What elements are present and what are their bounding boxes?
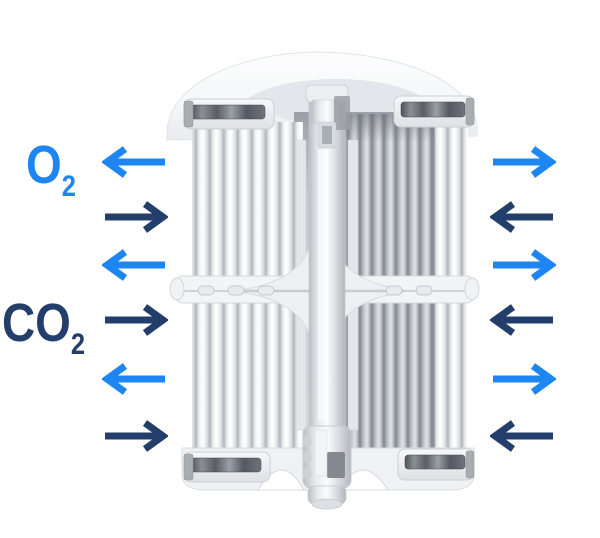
co2-symbol: CO (2, 293, 71, 353)
co2-subscript: 2 (70, 328, 86, 361)
pleats-front-lower (193, 300, 303, 458)
o2-left-arrow-icon (102, 362, 168, 396)
o2-left-arrow-icon (102, 145, 168, 179)
right-flow-arrows (490, 0, 556, 538)
o2-left-arrow-icon (102, 248, 168, 282)
outer-wall-right-upper (434, 110, 468, 278)
co2-right-arrow-icon (102, 419, 168, 453)
co2-left-arrow-icon (490, 419, 556, 453)
central-core-shaft (302, 84, 352, 510)
o2-right-arrow-icon (490, 248, 556, 282)
co2-right-arrow-icon (102, 200, 168, 234)
co2-left-arrow-icon (490, 303, 556, 337)
pleated-membranes (192, 110, 468, 458)
outer-wall-right-lower (434, 298, 468, 458)
top-left-end-cap (183, 98, 275, 130)
co2-left-arrow-icon (490, 200, 556, 234)
o2-symbol: O (26, 135, 62, 195)
o2-right-arrow-icon (490, 145, 556, 179)
left-flow-arrows (102, 0, 168, 538)
o2-subscript: 2 (61, 170, 76, 203)
bottom-right-end-cap (397, 448, 475, 481)
bottom-left-end-cap (183, 451, 271, 483)
top-right-end-cap (393, 95, 475, 128)
o2-right-arrow-icon (490, 362, 556, 396)
co2-label: CO2 (2, 293, 85, 360)
o2-label: O2 (26, 135, 76, 202)
pleats-front-upper (193, 122, 303, 280)
co2-right-arrow-icon (102, 303, 168, 337)
pleats-inner-lower (344, 298, 434, 456)
